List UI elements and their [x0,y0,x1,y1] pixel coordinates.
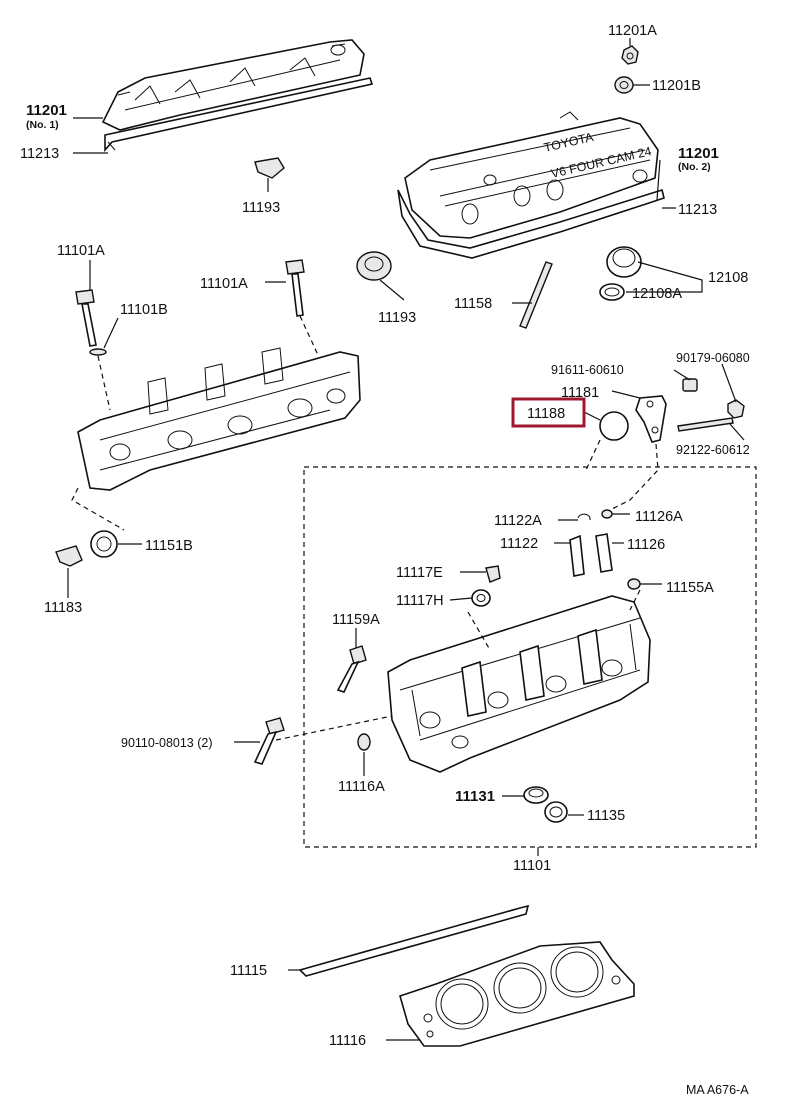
label-11201b[interactable]: 11201B [652,78,701,94]
cylinder-head-left [77,347,361,491]
label-11151b[interactable]: 11151B [145,538,193,554]
oil-filler-cap [606,246,642,278]
cylinder-head-cover-no1 [101,39,365,131]
label-11101b[interactable]: 11101B [120,302,168,318]
cover-seal-11201b [614,76,634,94]
label-11101a-mid[interactable]: 11101A [200,276,248,292]
cover-gasket-right [397,188,665,259]
label-11155a[interactable]: 11155A [666,580,714,596]
bolt-11101a-mid [285,259,305,317]
clip-11122a [577,513,591,521]
part-labels: 11201A 11201B 11201 (No. 1) 11213 11193 … [20,23,750,1097]
label-11213-right[interactable]: 11213 [678,202,717,218]
nut-90179 [727,399,745,419]
label-11131[interactable]: 11131 [455,788,495,805]
label-11193-mid[interactable]: 11193 [378,310,416,326]
cover-grommet-upper [254,157,285,179]
label-11122a[interactable]: 11122A [494,513,542,529]
label-11201-no2[interactable]: 11201 [678,145,719,162]
cover-nut-11201a [621,45,639,65]
plug-11155a [627,578,641,590]
plug-11117e [485,565,501,583]
stud-92122 [677,417,734,432]
label-11122[interactable]: 11122 [500,536,538,552]
label-90110-08013[interactable]: 90110-08013 (2) [121,736,213,750]
cover-grommet-lower [356,251,392,281]
bolt-11101a-left [75,289,97,347]
label-11101[interactable]: 11101 [513,858,551,874]
label-11201-no1[interactable]: 11201 [26,102,67,119]
highlight-box-11188 [511,397,586,428]
label-11135[interactable]: 11135 [587,808,625,824]
diagram-code: MA A676-A [686,1083,749,1097]
plug-11188 [599,411,629,441]
camshaft-seal [90,530,118,558]
guide-11126 [595,533,613,573]
label-92122-60612[interactable]: 92122-60612 [676,443,750,457]
stud-11159a [336,645,367,693]
label-12108[interactable]: 12108 [708,270,748,286]
oil-filler-cap-gasket [599,283,625,301]
cylinder-head-cover-no2: TOYOTA V6 FOUR CAM 24 [404,111,659,239]
label-11116a[interactable]: 11116A [338,779,385,795]
leader-lines [67,38,745,1041]
label-11183[interactable]: 11183 [44,600,82,616]
clip-11126a [601,509,613,519]
assembly-boundary-11101 [303,466,757,848]
seal-11131 [523,786,549,804]
label-11213-left[interactable]: 11213 [20,146,59,162]
stud-11158 [519,261,553,329]
seal-11117h [471,589,491,607]
label-11101a-left[interactable]: 11101A [57,243,105,259]
label-91611-60610[interactable]: 91611-60610 [551,363,624,377]
cover-gasket-left [104,77,374,153]
bolt-90110 [253,717,285,765]
gasket-11115 [298,904,530,977]
head-gasket-11116 [399,941,635,1047]
label-11158[interactable]: 11158 [454,296,492,312]
guide-11122 [569,534,585,577]
label-11126[interactable]: 11126 [627,537,665,553]
dashed-assembly-lines [71,315,659,741]
nut-91611 [682,378,698,392]
label-11117e[interactable]: 11117E [396,565,443,581]
label-11201-no1-sub: (No. 1) [26,119,59,131]
label-90179-06080[interactable]: 90179-06080 [676,351,750,365]
label-11126a[interactable]: 11126A [635,509,683,525]
label-12108a[interactable]: 12108A [632,286,682,302]
label-11116[interactable]: 11116 [329,1033,366,1049]
label-11188[interactable]: 11188 [527,406,565,422]
label-11181[interactable]: 11181 [561,385,599,401]
cylinder-head-right [387,595,651,773]
label-11201a[interactable]: 11201A [608,23,657,39]
label-11201-no2-sub: (No. 2) [678,161,711,173]
plug-11183 [55,545,83,567]
bracket-11181 [635,395,667,443]
plug-11116a [357,733,371,751]
label-11159a[interactable]: 11159A [332,612,380,628]
label-11115[interactable]: 11115 [230,963,267,979]
washer-11101b [89,348,107,356]
seal-11135 [544,801,568,823]
label-11117h[interactable]: 11117H [396,593,444,609]
label-11193-top[interactable]: 11193 [242,200,280,216]
